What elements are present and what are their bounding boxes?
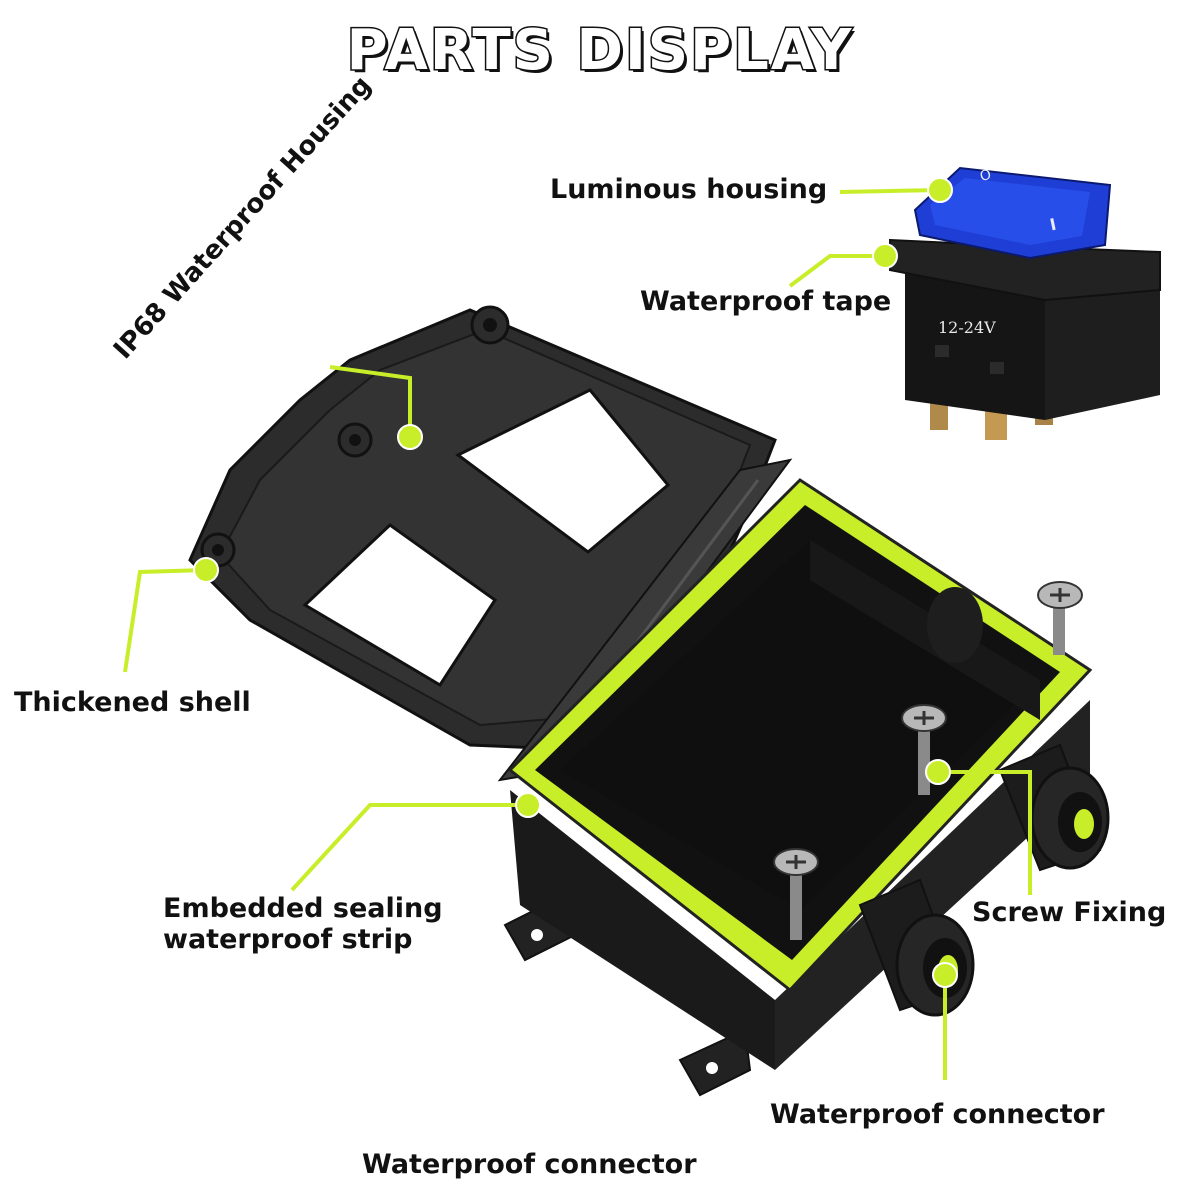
lid-cutout-bottom bbox=[302, 523, 498, 688]
screw-3 bbox=[773, 848, 819, 940]
label-screw-fixing: Screw Fixing bbox=[972, 897, 1167, 928]
dot-shell bbox=[193, 557, 219, 583]
lid bbox=[188, 305, 793, 782]
leader-tape bbox=[788, 254, 885, 288]
dot-strip bbox=[515, 792, 541, 818]
dot-luminous bbox=[927, 177, 953, 203]
label-luminous-housing: Luminous housing bbox=[550, 174, 828, 205]
leader-luminous bbox=[839, 188, 941, 194]
label-sealing-strip-line1: Embedded sealing bbox=[163, 893, 443, 924]
dot-ip68 bbox=[397, 424, 423, 450]
leader-ip68 bbox=[329, 365, 412, 437]
page-title: PARTS DISPLAY bbox=[345, 17, 854, 85]
label-waterproof-tape: Waterproof tape bbox=[640, 286, 892, 317]
lid-cutout-top bbox=[455, 388, 671, 554]
dot-screw bbox=[925, 759, 951, 785]
dot-tape bbox=[872, 243, 898, 269]
rocker-switch bbox=[889, 166, 1161, 440]
screw-1 bbox=[1037, 581, 1083, 655]
leader-screw bbox=[938, 770, 1032, 895]
leader-dots bbox=[193, 177, 958, 988]
label-waterproof-connector-bottom: Waterproof connector bbox=[362, 1149, 697, 1180]
label-thickened-shell: Thickened shell bbox=[14, 687, 251, 718]
label-waterproof-connector-right: Waterproof connector bbox=[770, 1099, 1105, 1130]
cable-gland-right bbox=[998, 743, 1110, 872]
switch-rating: 12-24V bbox=[938, 318, 996, 337]
box-body bbox=[503, 478, 1093, 1097]
leader-lines bbox=[123, 188, 1032, 1080]
dot-connector bbox=[932, 962, 958, 988]
leader-shell bbox=[123, 568, 207, 673]
label-sealing-strip-line2: waterproof strip bbox=[163, 924, 413, 955]
leader-strip bbox=[290, 803, 528, 892]
